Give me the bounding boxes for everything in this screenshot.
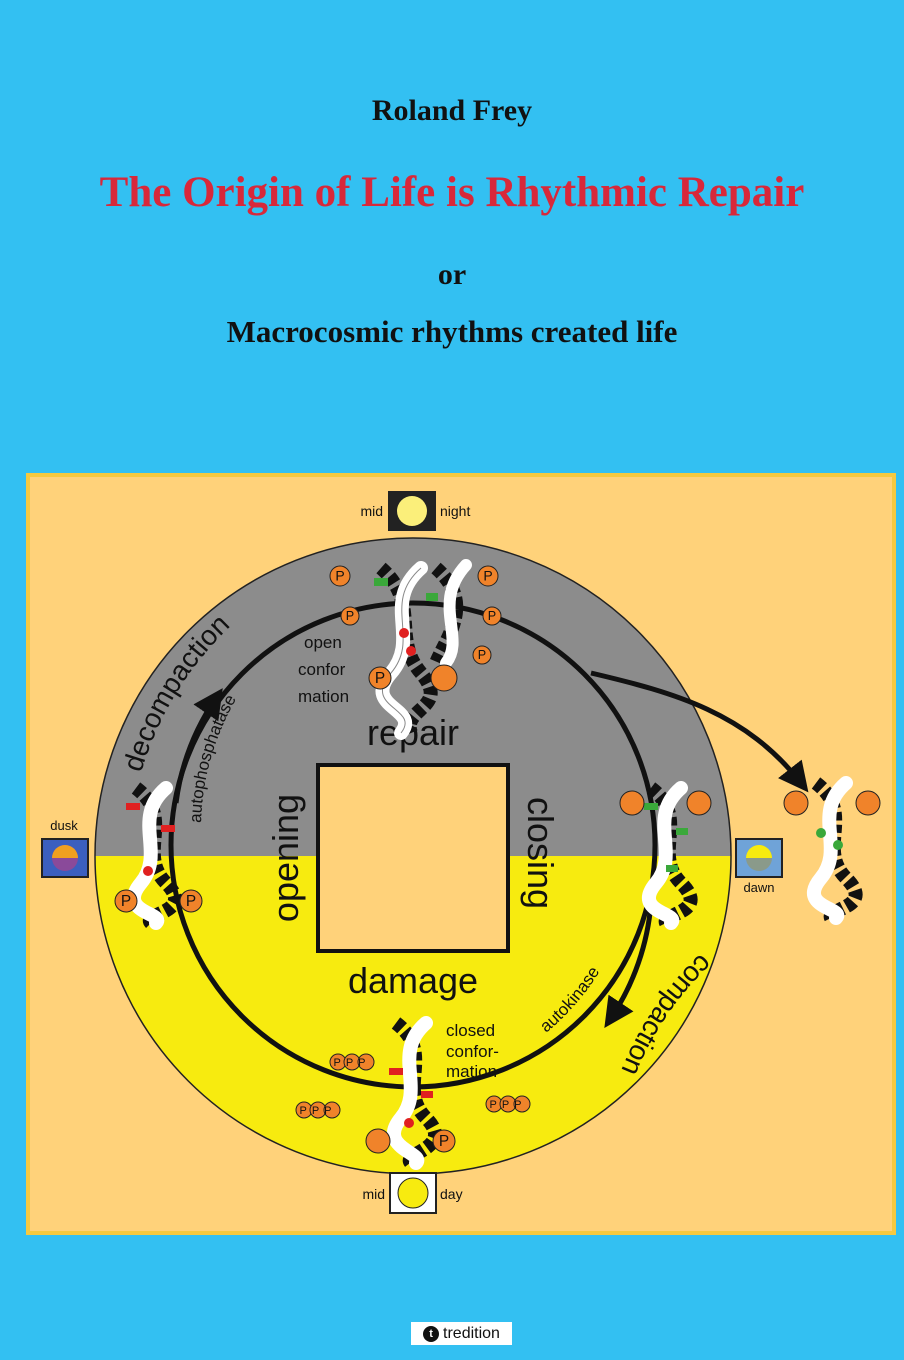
- phosphate-circle: [430, 664, 458, 692]
- p-phosphate-circle: [482, 606, 502, 626]
- phosphate-circle: [619, 790, 645, 816]
- day-label: day: [440, 1186, 463, 1202]
- p-phosphate-label: P: [483, 568, 492, 584]
- publisher-logo-icon: t: [423, 1325, 440, 1342]
- publisher-badge: t tredition: [411, 1322, 512, 1345]
- mid-label-bottom: mid: [362, 1186, 385, 1202]
- dusk-marker: dusk: [41, 818, 89, 878]
- dna-helix-top: [374, 559, 472, 740]
- p-phosphate-label: P: [375, 670, 385, 687]
- p-phosphate-label: P: [439, 1133, 449, 1150]
- p-phosphate-label: P: [488, 609, 496, 623]
- closed-conformation-line1: closed: [446, 1021, 495, 1040]
- closed-conformation-line3: mation: [446, 1062, 497, 1081]
- phosphate-groups: [365, 664, 881, 1154]
- p-phosphate-circle: [329, 565, 351, 587]
- book-title: The Origin of Life is Rhythmic Repair: [99, 169, 805, 216]
- closed-conformation-line2: confor-: [446, 1042, 499, 1061]
- closing-label: closing: [520, 797, 561, 909]
- p-phosphate-label: P: [186, 893, 196, 910]
- author-name: Roland Frey: [371, 94, 533, 127]
- dna-helix-left: [126, 781, 182, 930]
- phosphate-circle: [783, 790, 809, 816]
- phosphate-circle: [686, 790, 712, 816]
- p-phosphate-circle: [432, 1129, 456, 1153]
- dna-helix-bottom: [387, 1016, 442, 1170]
- publisher-name: tredition: [443, 1324, 500, 1342]
- dawn-label: dawn: [743, 880, 774, 895]
- p-phosphate-label: P: [346, 609, 354, 623]
- release-arrow: [590, 670, 809, 793]
- ppp-phosphate-label: PPP: [333, 1057, 370, 1069]
- cycle-diagram-svg: repair damage opening closing decompacti…: [26, 473, 896, 1235]
- dna-helix-released: [807, 776, 863, 925]
- open-conformation-line2: confor: [298, 660, 346, 679]
- ppp-labeled-phosphates: PPP PPP PPP: [295, 1053, 531, 1119]
- midnight-marker: mid night: [360, 491, 470, 531]
- midday-marker: mid day: [362, 1172, 463, 1214]
- night-half-disc: [95, 538, 731, 856]
- p-phosphate-circle: [340, 606, 360, 626]
- dawn-marker: dawn: [735, 838, 783, 895]
- compaction-arrow: [604, 902, 654, 1028]
- ppp-phosphate-label: PPP: [299, 1105, 336, 1117]
- phosphate-circle: [365, 1128, 391, 1154]
- damage-label: damage: [348, 960, 478, 1001]
- dna-helix-right: [642, 781, 698, 930]
- p-phosphate-circle: [368, 666, 392, 690]
- dna-helices: [126, 559, 863, 1170]
- p-phosphate-label: P: [478, 648, 486, 662]
- decompaction-arrow: [173, 688, 223, 804]
- p-phosphate-circle: [477, 565, 499, 587]
- ppp-phosphate-circle: [513, 1095, 531, 1113]
- title-connector: or: [437, 258, 467, 291]
- p-phosphate-label: P: [121, 893, 131, 910]
- p-phosphate-circle: [472, 645, 492, 665]
- p-phosphate-label: P: [335, 568, 344, 584]
- ppp-phosphate-circle: [357, 1053, 375, 1071]
- open-conformation-line1: open: [304, 633, 342, 652]
- mid-label-top: mid: [360, 503, 383, 519]
- ppp-phosphate-label: PPP: [489, 1099, 526, 1111]
- opening-label: opening: [265, 794, 306, 922]
- phosphate-circle: [855, 790, 881, 816]
- dusk-label: dusk: [50, 818, 78, 833]
- book-subtitle: Macrocosmic rhythms created life: [226, 314, 678, 349]
- open-conformation-line3: mation: [298, 687, 349, 706]
- night-label: night: [440, 503, 470, 519]
- ppp-phosphate-circle: [323, 1101, 341, 1119]
- day-half-disc: [95, 856, 731, 1174]
- p-phosphate-circle: [179, 889, 203, 913]
- cycle-diagram: repair damage opening closing decompacti…: [26, 473, 896, 1235]
- p-phosphate-circle: [114, 889, 138, 913]
- center-square: [316, 763, 510, 953]
